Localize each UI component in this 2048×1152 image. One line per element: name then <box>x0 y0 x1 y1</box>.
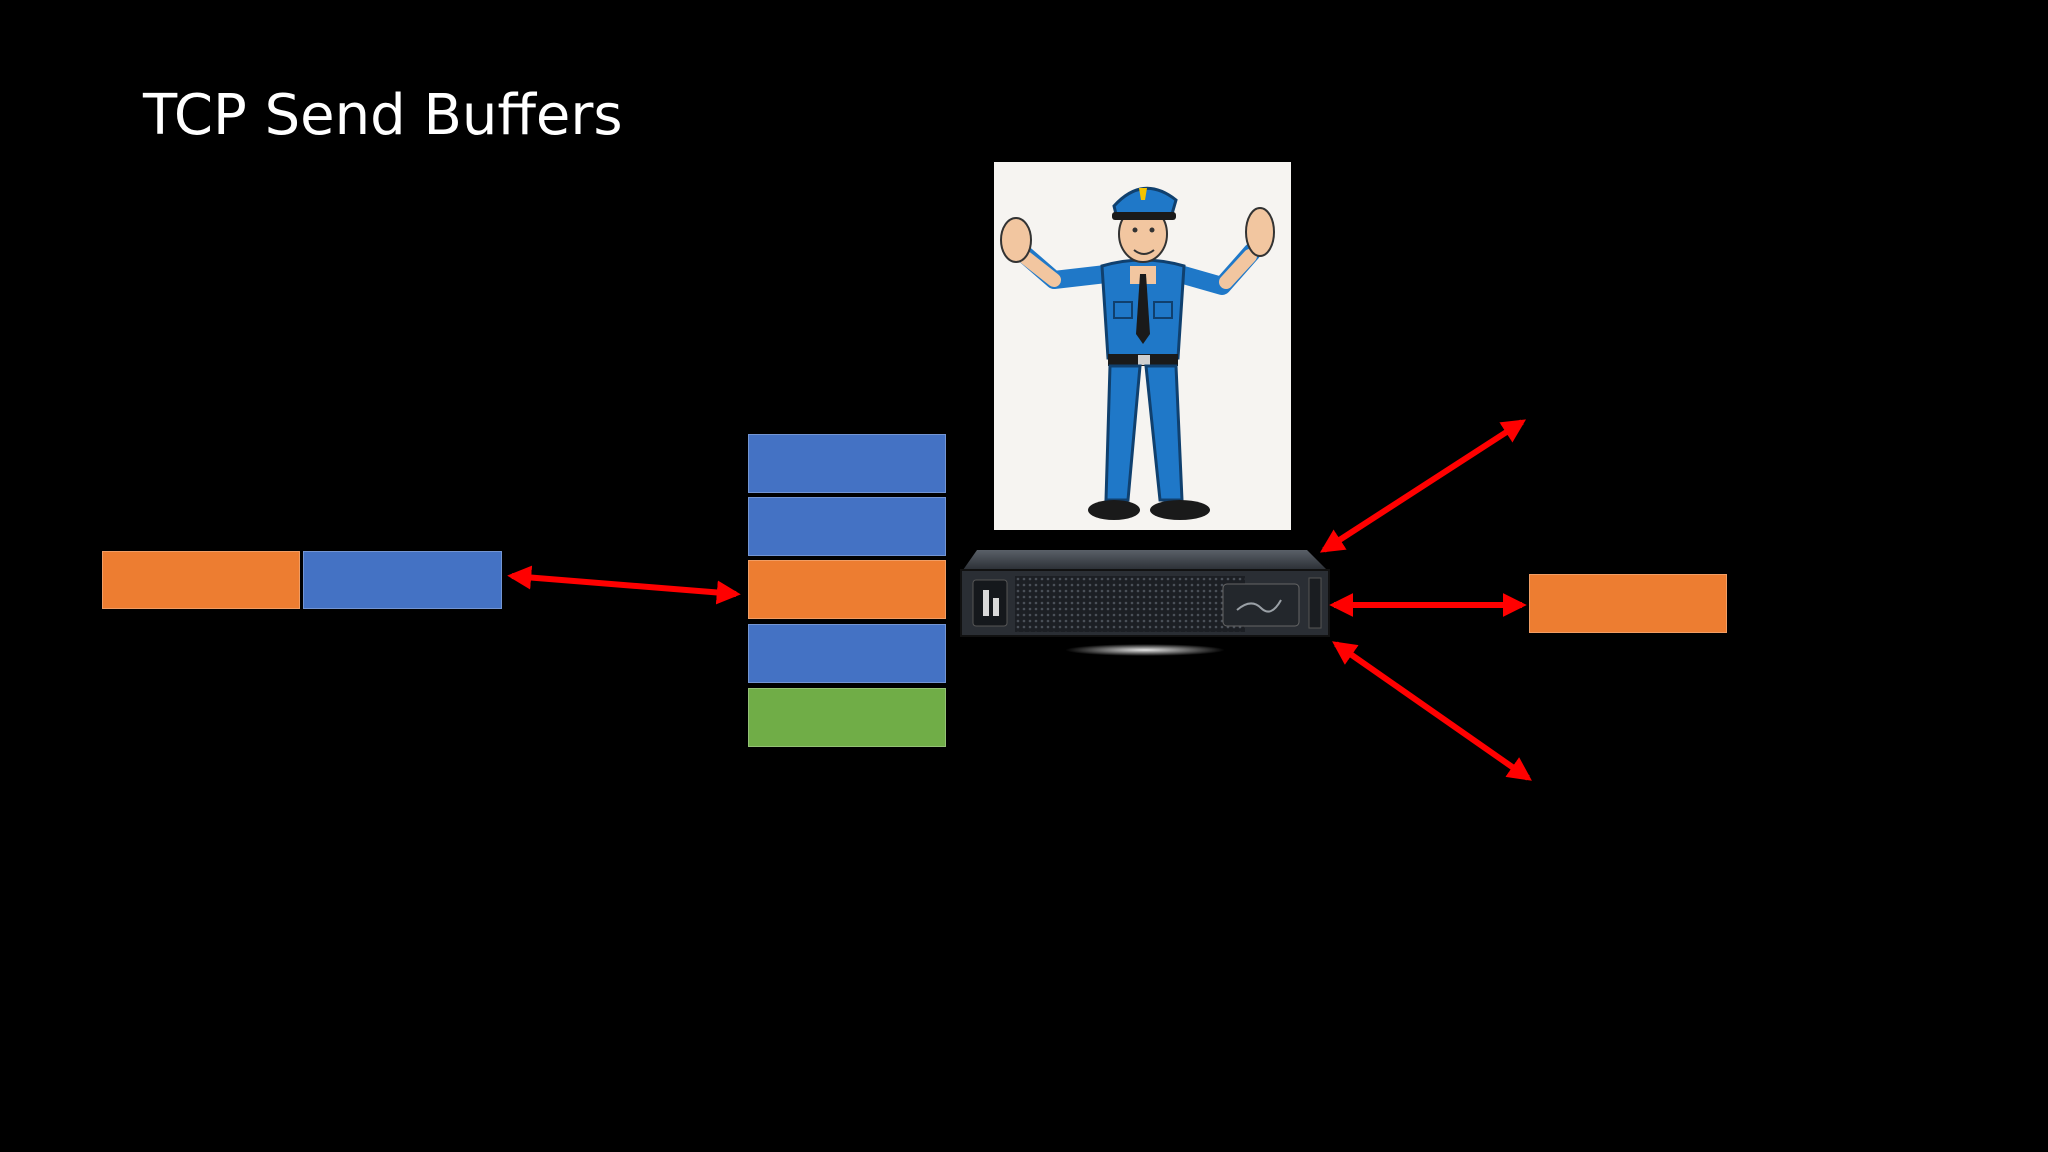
rack-server-image <box>960 550 1330 656</box>
socket-buffer-segment-3 <box>748 560 946 619</box>
slide-title: TCP Send Buffers <box>143 83 623 148</box>
arrow-sender-to-socket-buffer <box>507 565 741 605</box>
receiver-buffer-segment-orange <box>1529 574 1727 633</box>
police-officer-stop-image <box>994 162 1291 530</box>
arrow-server-to-lower-right <box>1332 641 1532 781</box>
socket-buffer-segment-2 <box>748 497 946 556</box>
socket-buffer-segment-4 <box>748 624 946 683</box>
arrow-server-to-upper-right <box>1319 419 1527 553</box>
socket-buffer-segment-1 <box>748 434 946 493</box>
sender-buffer-segment-blue <box>303 551 502 609</box>
socket-buffer-segment-5 <box>748 688 946 747</box>
sender-buffer-segment-orange <box>102 551 300 609</box>
